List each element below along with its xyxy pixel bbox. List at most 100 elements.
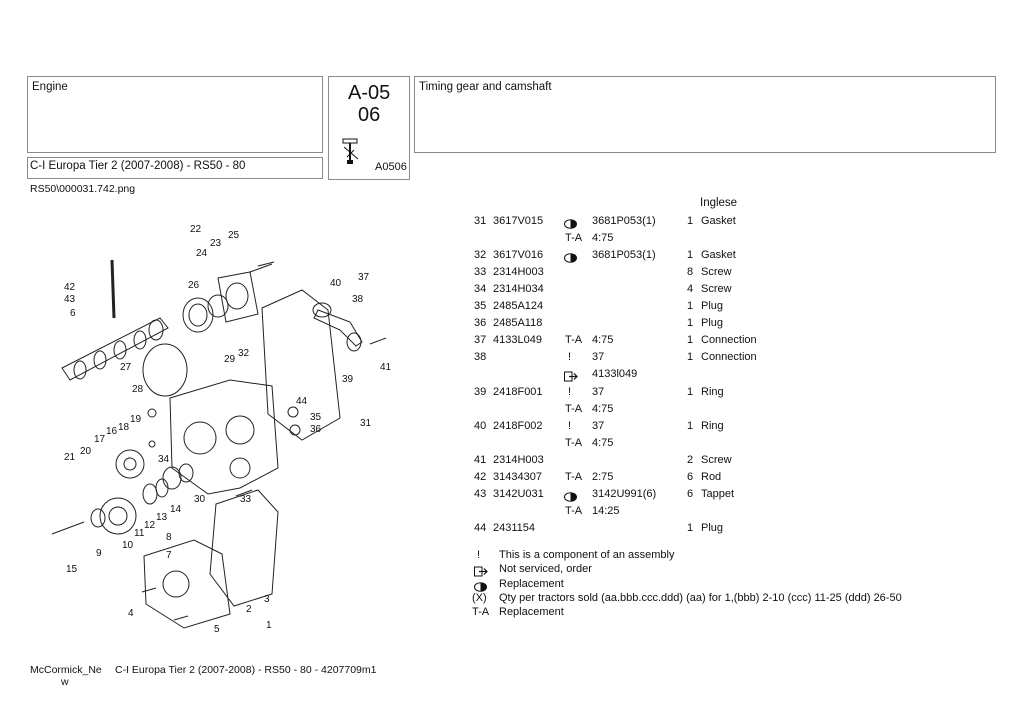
part-description: Ring [701, 385, 724, 398]
svg-text:24: 24 [196, 248, 208, 259]
svg-text:21: 21 [64, 452, 76, 463]
page-code-box [328, 76, 410, 180]
svg-text:16: 16 [106, 426, 118, 437]
legend-symbol: T-A [472, 606, 490, 619]
part-code: 2485A118 [493, 317, 543, 330]
svg-text:20: 20 [80, 446, 92, 457]
part-substitute: 14:25 [592, 504, 620, 517]
svg-text:40: 40 [330, 278, 342, 289]
svg-text:10: 10 [122, 540, 134, 551]
legend-symbol: ! [477, 549, 481, 561]
svg-text:18: 18 [118, 422, 130, 433]
legend-text: Replacement [499, 606, 564, 619]
part-description: Ring [701, 419, 724, 432]
page-code-sub: 06 [358, 104, 381, 126]
part-code: 2314H003 [493, 453, 544, 466]
replacement-icon [474, 579, 487, 597]
part-symbol: T-A [565, 232, 583, 245]
legend-text: Qty per tractors sold (aa.bbb.ccc.ddd) (… [499, 591, 902, 604]
part-description: Screw [701, 453, 732, 466]
legend-text: Replacement [499, 577, 564, 590]
svg-text:17: 17 [94, 434, 106, 445]
part-description: Gasket [701, 215, 736, 227]
part-code: 31434307 [493, 470, 542, 483]
replacement-icon [564, 489, 577, 507]
part-code: 4133L049 [493, 334, 542, 347]
part-qty: 1 [687, 351, 694, 364]
part-substitute: 4:75 [592, 436, 614, 449]
svg-text:44: 44 [296, 396, 308, 407]
part-description: Plug [701, 300, 724, 313]
part-qty: 1 [687, 419, 694, 432]
model-box [27, 157, 323, 179]
svg-text:4: 4 [128, 608, 134, 619]
part-symbol: T-A [565, 436, 583, 449]
part-code: 2418F002 [493, 419, 543, 432]
svg-text:28: 28 [132, 384, 144, 395]
part-qty: 1 [687, 249, 694, 262]
svg-text:1: 1 [266, 620, 272, 631]
svg-text:35: 35 [310, 412, 322, 423]
part-qty: 1 [687, 215, 694, 227]
part-qty: 1 [687, 300, 694, 313]
part-description: Plug [701, 317, 724, 330]
part-code: 2485A124 [493, 300, 544, 313]
part-ref: 31 [474, 215, 487, 227]
svg-text:3: 3 [264, 594, 270, 605]
part-ref: 32 [474, 249, 487, 262]
part-code: 2314H034 [493, 283, 544, 296]
svg-text:30: 30 [194, 494, 206, 505]
part-qty: 1 [687, 317, 694, 330]
svg-text:5: 5 [214, 624, 220, 635]
part-code: 3142U031 [493, 487, 544, 500]
svg-text:39: 39 [342, 374, 354, 385]
part-code: 2431154 [493, 521, 536, 534]
part-symbol: T-A [565, 402, 583, 415]
svg-text:6: 6 [70, 308, 76, 319]
svg-text:22: 22 [190, 224, 202, 235]
camshaft-tool-icon [342, 138, 359, 164]
svg-text:29: 29 [224, 354, 236, 365]
svg-text:13: 13 [156, 512, 168, 523]
part-description: Screw [701, 266, 732, 279]
legend-text: Not serviced, order [499, 563, 592, 576]
svg-text:31: 31 [360, 418, 372, 429]
svg-text:7: 7 [166, 550, 172, 561]
part-substitute: 37 [592, 351, 605, 364]
part-ref: 44 [474, 521, 487, 534]
replacement-icon [564, 216, 577, 234]
svg-text:26: 26 [188, 280, 200, 291]
footer-brand-cont: w [61, 676, 69, 688]
not-serviced-icon [474, 564, 488, 582]
part-symbol: T-A [565, 504, 583, 517]
svg-text:11: 11 [134, 528, 145, 539]
svg-text:8: 8 [166, 532, 172, 543]
part-ref: 41 [474, 453, 487, 466]
part-description: Rod [701, 470, 722, 483]
section-box [27, 76, 323, 153]
part-symbol: T-A [565, 470, 583, 483]
part-ref: 33 [474, 266, 487, 279]
part-substitute: 3681P053(1) [592, 215, 656, 227]
part-ref: 43 [474, 487, 487, 500]
svg-text:19: 19 [130, 414, 142, 425]
part-qty: 4 [687, 283, 694, 296]
part-qty: 6 [687, 487, 694, 500]
language-label: Inglese [700, 197, 738, 209]
part-ref: 40 [474, 419, 487, 432]
svg-text:33: 33 [240, 494, 252, 505]
part-substitute: 4:75 [592, 402, 614, 415]
part-ref: 36 [474, 317, 487, 330]
svg-text:32: 32 [238, 348, 250, 359]
part-qty: 8 [687, 266, 694, 279]
part-code: 3617V016 [493, 249, 544, 262]
part-substitute: 4:75 [592, 232, 614, 245]
group-box [414, 76, 996, 153]
svg-text:23: 23 [210, 238, 222, 249]
part-ref: 34 [474, 283, 487, 296]
svg-text:27: 27 [120, 362, 132, 373]
legend-text: This is a component of an assembly [499, 549, 675, 561]
part-description: Tappet [701, 487, 735, 500]
part-description: Connection [701, 351, 757, 364]
